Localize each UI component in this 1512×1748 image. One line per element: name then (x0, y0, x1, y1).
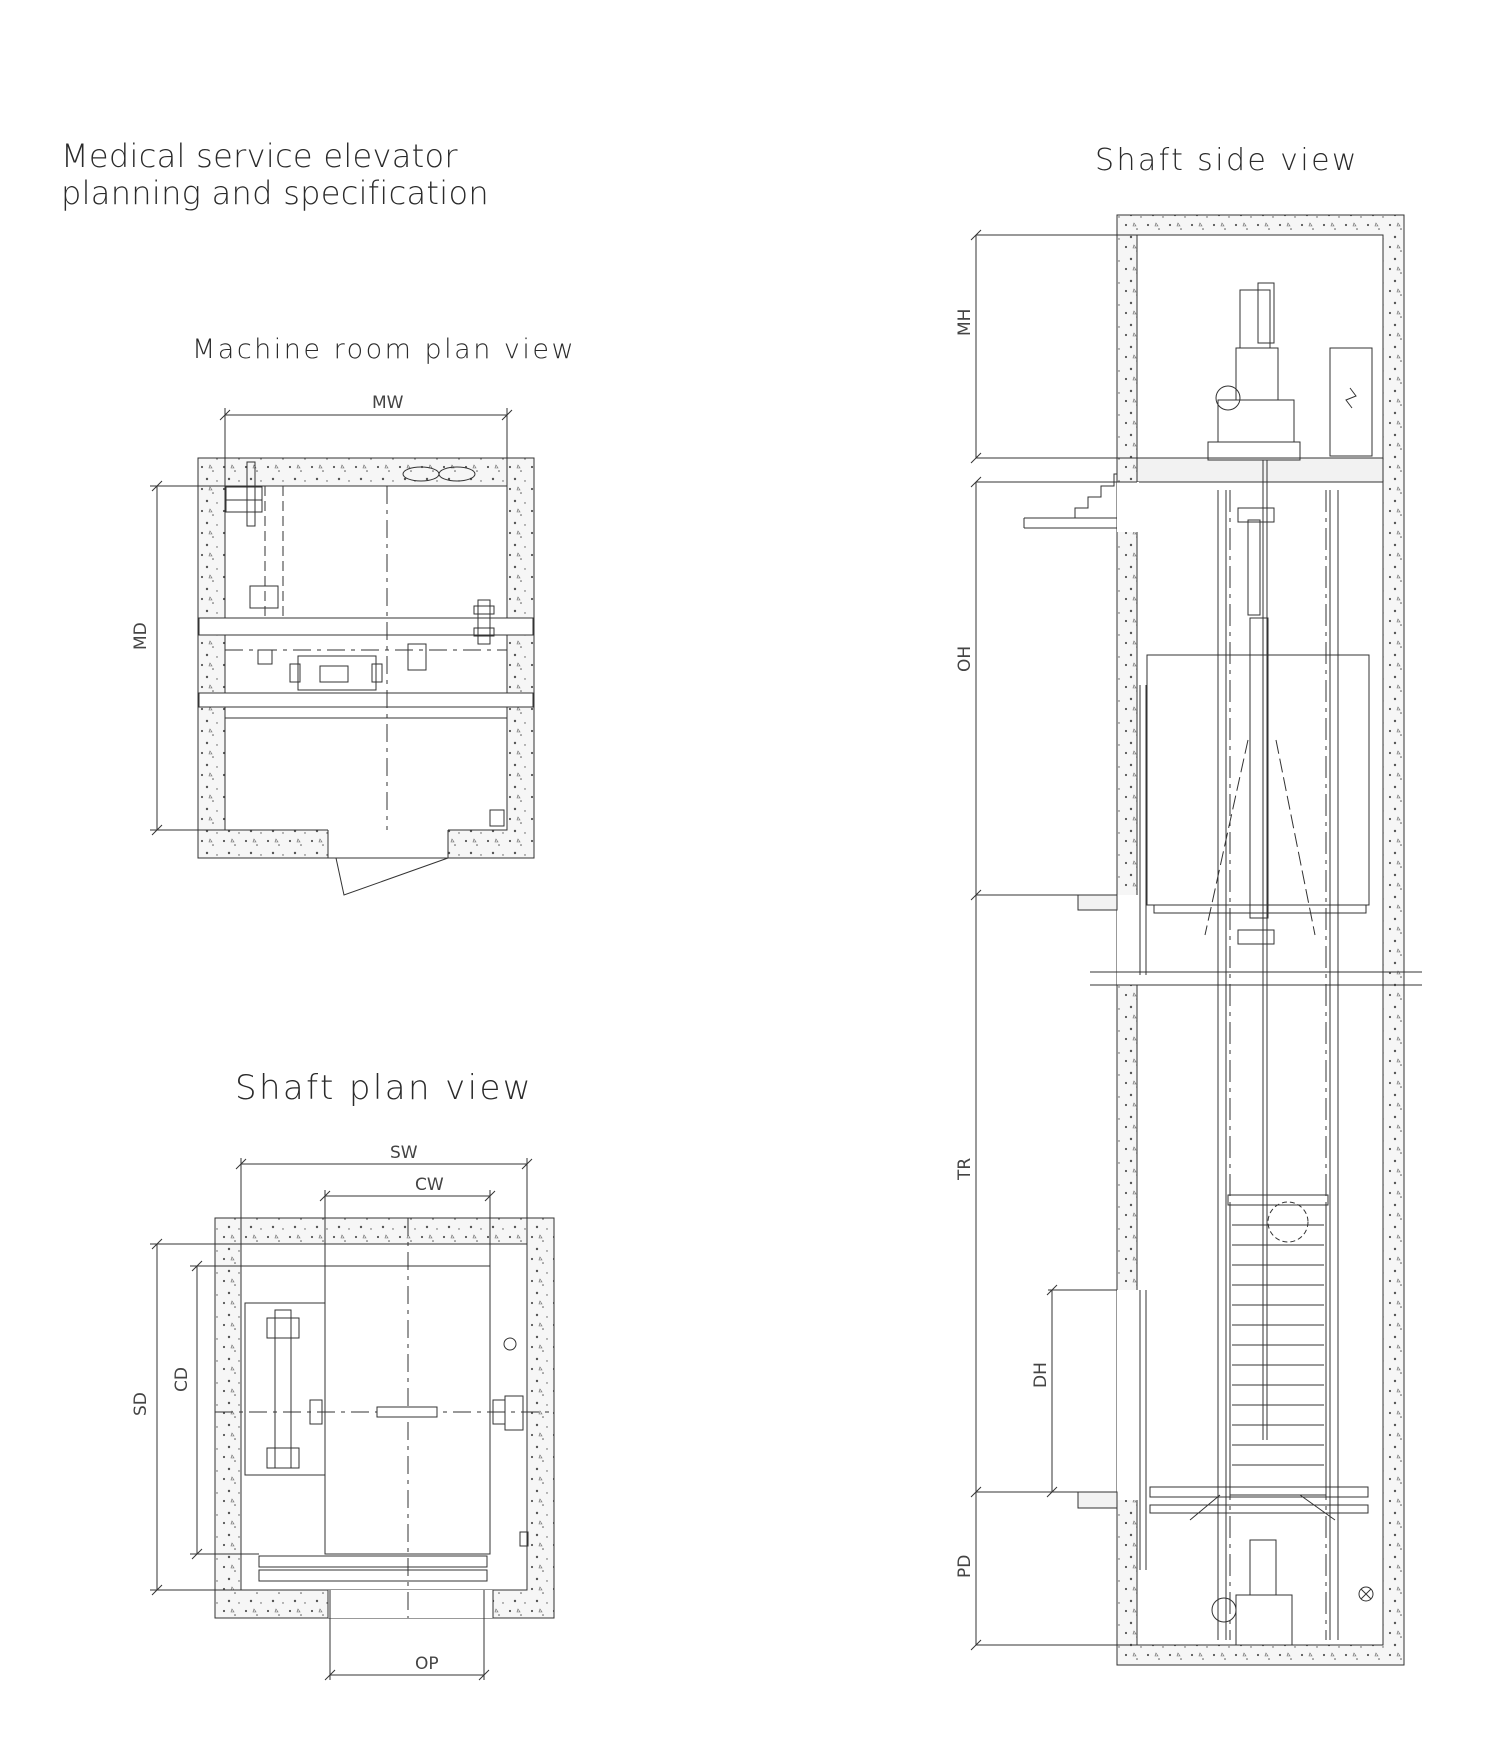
counterweight-icon (274, 1309, 292, 1469)
shaft-side-title: Shaft side view (1095, 143, 1359, 178)
dimension-sd: SD (131, 1392, 151, 1416)
machine-room-plan-title: Machine room plan view (192, 334, 577, 365)
buffer-icon (1249, 1539, 1277, 1596)
car-cabin (1146, 654, 1370, 906)
shaft-side-wall (1116, 214, 1405, 1666)
dimension-mw: MW (372, 393, 404, 413)
dimension-mh: MH (955, 309, 975, 336)
dimension-md: MD (131, 622, 151, 650)
traction-machine-icon (1235, 347, 1279, 401)
traction-machine-icon (297, 655, 377, 691)
car-guide-rail-icon (309, 1399, 323, 1425)
governor-icon (249, 585, 279, 609)
dimension-sw: SW (390, 1143, 418, 1163)
shaft-wall (214, 1217, 555, 1619)
dimension-cw: CW (415, 1175, 444, 1195)
door-swing (335, 857, 449, 896)
counterweight-icon (1229, 1204, 1327, 1496)
shaft-plan (150, 1158, 555, 1681)
dimension-dh: DH (1031, 1362, 1051, 1388)
dimension-tr: TR (955, 1158, 975, 1181)
shaft-plan-title: Shaft plan view (235, 1068, 533, 1108)
motor-icon (1239, 289, 1271, 349)
sheave-icon (1267, 1201, 1309, 1243)
fan-icon (438, 466, 476, 482)
dimension-oh: OH (955, 646, 975, 672)
dimension-op: OP (415, 1654, 439, 1674)
pit-lamp-icon (1358, 1586, 1374, 1602)
control-cabinet-icon (1329, 347, 1373, 457)
machine-room-plan (150, 408, 535, 896)
machine-room-wall (197, 457, 535, 859)
machine-base-icon (1207, 441, 1301, 461)
shaft-side (970, 214, 1422, 1666)
page-title: Medical service elevator planning and sp… (61, 137, 489, 212)
brake-icon (477, 599, 491, 645)
dimension-cd: CD (172, 1367, 192, 1392)
dimension-pd: PD (955, 1555, 975, 1578)
